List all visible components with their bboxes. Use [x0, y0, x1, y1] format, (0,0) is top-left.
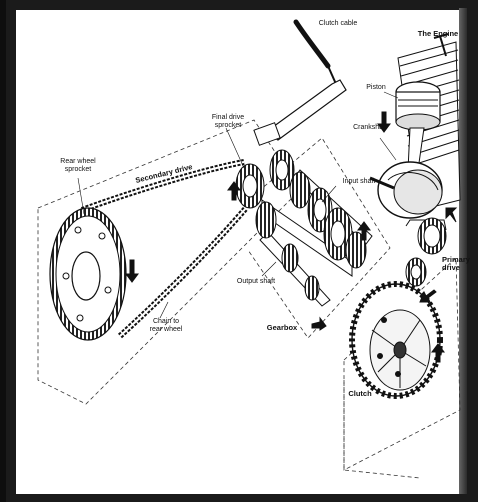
rear-wheel-sprocket [49, 207, 127, 341]
clutch-assembly [349, 281, 443, 399]
clutch-lever [264, 79, 347, 141]
leader-lines [77, 91, 399, 319]
primary-drive-gear [417, 217, 447, 255]
label-clutch-cable: Clutch cable [318, 20, 358, 27]
label-rear-wheel-sprocket: Rear wheel sprocket [60, 158, 96, 173]
frame-shadow-right [459, 8, 467, 494]
dashed-plane-gearbox [247, 137, 391, 339]
dashed-plane-secondary-drive [37, 119, 301, 405]
label-final-drive-sprocket: Final drive sprocket [211, 114, 245, 129]
label-primary-drive: Primary drive [442, 255, 470, 272]
label-clutch: Clutch [348, 389, 372, 398]
frame-shadow-left [0, 0, 6, 502]
dashed-plane-clutch [343, 380, 421, 479]
primary-idler-gear [405, 257, 427, 287]
label-the-engine: The Engine [417, 29, 459, 38]
drive-chain [80, 159, 249, 339]
label-chain-to-rear-wheel: Chain to rear wheel [149, 318, 183, 333]
label-piston: Piston [366, 84, 386, 91]
label-input-shaft: Input shaft [342, 178, 376, 185]
crankshaft [369, 161, 443, 219]
clutch-cable [293, 19, 331, 69]
gearbox-gears [255, 149, 367, 301]
label-crankshaft: Crankshaft [353, 124, 387, 131]
label-output-shaft: Output shaft [236, 278, 276, 285]
final-drive-sprocket [235, 163, 265, 209]
piston [395, 81, 441, 131]
label-gearbox: Gearbox [266, 323, 298, 332]
direction-arrows [125, 111, 458, 363]
